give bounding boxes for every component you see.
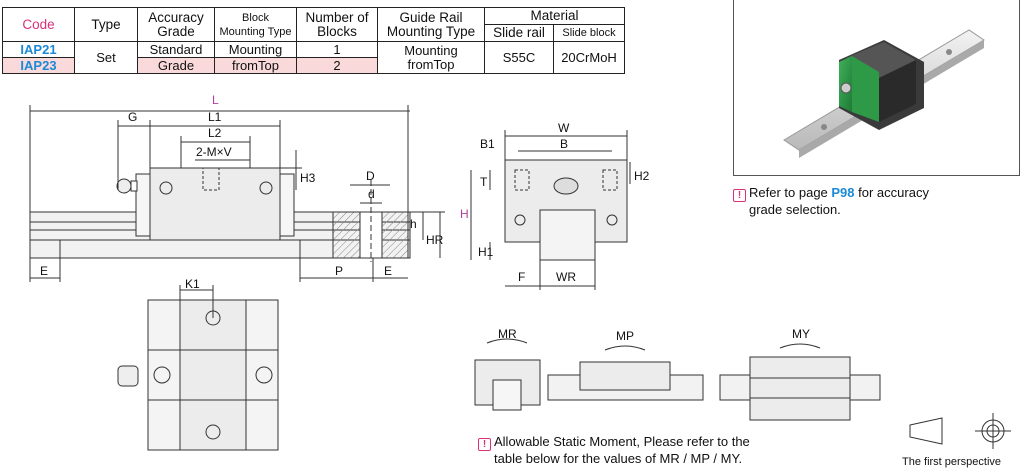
dim-h: h [410, 217, 417, 231]
moment-note: !Allowable Static Moment, Please refer t… [478, 434, 750, 466]
dim-L1: L1 [208, 110, 222, 124]
perspective-label: The first perspective [902, 456, 1002, 468]
dim-E: E [384, 264, 392, 278]
dim-K1: K1 [185, 277, 200, 291]
dim-D: D [366, 169, 375, 183]
blocks-cell: 2 [296, 57, 378, 74]
product-photo [783, 29, 985, 158]
dim-T: T [480, 175, 488, 189]
accuracy-cell: Grade [137, 57, 215, 74]
dim-W: W [558, 121, 570, 135]
moment-MR: MR [498, 327, 517, 341]
dim-B1: B1 [480, 137, 495, 151]
dim-B: B [560, 137, 568, 151]
grease-nipple-icon [116, 178, 132, 194]
my-block [749, 356, 851, 421]
dim-L2: L2 [208, 126, 222, 140]
code-cell: IAP21 [2, 41, 75, 58]
moment-MY: MY [792, 327, 810, 341]
dim-H3: H3 [300, 171, 316, 185]
projection-cone-icon [909, 417, 943, 445]
slide-rail-cell: S55C [484, 41, 554, 74]
header-slide-block: Slide block [553, 24, 625, 42]
dim-G: G [128, 110, 137, 124]
header-type: Type [74, 7, 138, 42]
moment-MP: MP [616, 329, 634, 343]
slide-block-cell: 20CrMoH [553, 41, 625, 74]
dim-M: 2-M×V [196, 145, 232, 159]
dim-HR: HR [426, 233, 444, 247]
dim-d: d [368, 187, 375, 201]
rail-front [539, 209, 596, 261]
dim-H2: H2 [634, 169, 650, 183]
product-photo-frame [733, 0, 1020, 176]
my-arrow-icon [779, 343, 821, 349]
dim-P: P [335, 264, 343, 278]
dim-WR: WR [556, 270, 576, 284]
mp-block [579, 361, 671, 391]
type-cell: Set [74, 41, 138, 74]
code-cell: IAP23 [2, 57, 75, 74]
block-side [149, 167, 281, 241]
block-mounting-cell: fromTop [214, 57, 297, 74]
grease-nipple-icon [117, 365, 139, 387]
bolt-icon [259, 181, 273, 195]
dim-E: E [40, 264, 48, 278]
header-code: Code [2, 7, 75, 42]
alert-icon: ! [478, 438, 491, 451]
page-link[interactable]: P98 [831, 185, 855, 200]
accuracy-note: !Refer to page P98 for accuracy grade se… [733, 185, 929, 217]
dim-H: H [460, 207, 469, 221]
bolt-icon [159, 181, 173, 195]
dim-F: F [518, 270, 525, 284]
dim-L: L [212, 93, 219, 107]
mr-arrow-icon [486, 338, 528, 344]
dim-H1: H1 [478, 245, 494, 259]
mp-arrow-icon [604, 345, 646, 351]
